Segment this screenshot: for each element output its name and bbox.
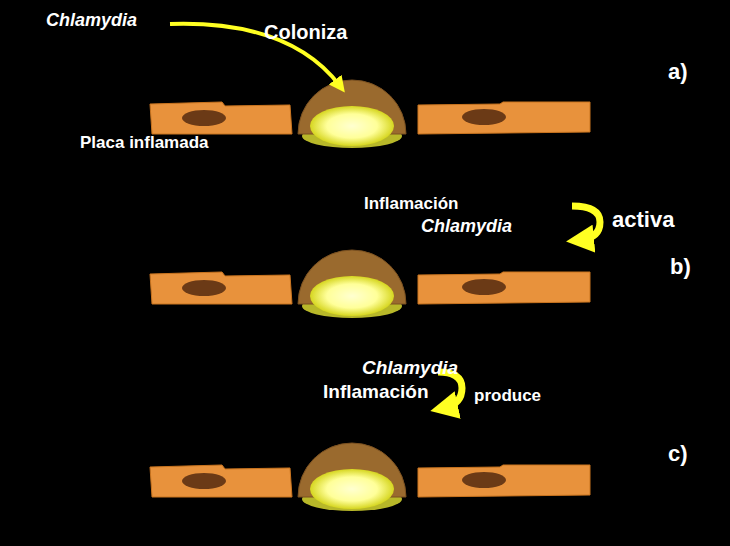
cell-row xyxy=(150,443,590,511)
part-label: Placa inflamada xyxy=(80,134,209,153)
process-label: produce xyxy=(474,387,541,406)
cell-row xyxy=(150,80,590,148)
process-label: activa xyxy=(612,208,674,232)
state-label: Inflamación xyxy=(364,195,458,214)
organism-label: Chlamydia xyxy=(421,217,512,237)
panel-letter: b) xyxy=(670,255,691,279)
panel-letter: c) xyxy=(668,442,688,466)
panel-letter: a) xyxy=(668,60,688,84)
organism-label: Chlamydia xyxy=(362,358,458,379)
curved-arrow xyxy=(572,206,600,240)
process-label: Coloniza xyxy=(264,21,347,43)
state-label: Inflamación xyxy=(323,382,429,403)
organism-label: Chlamydia xyxy=(46,11,137,31)
cell-row xyxy=(150,250,590,318)
